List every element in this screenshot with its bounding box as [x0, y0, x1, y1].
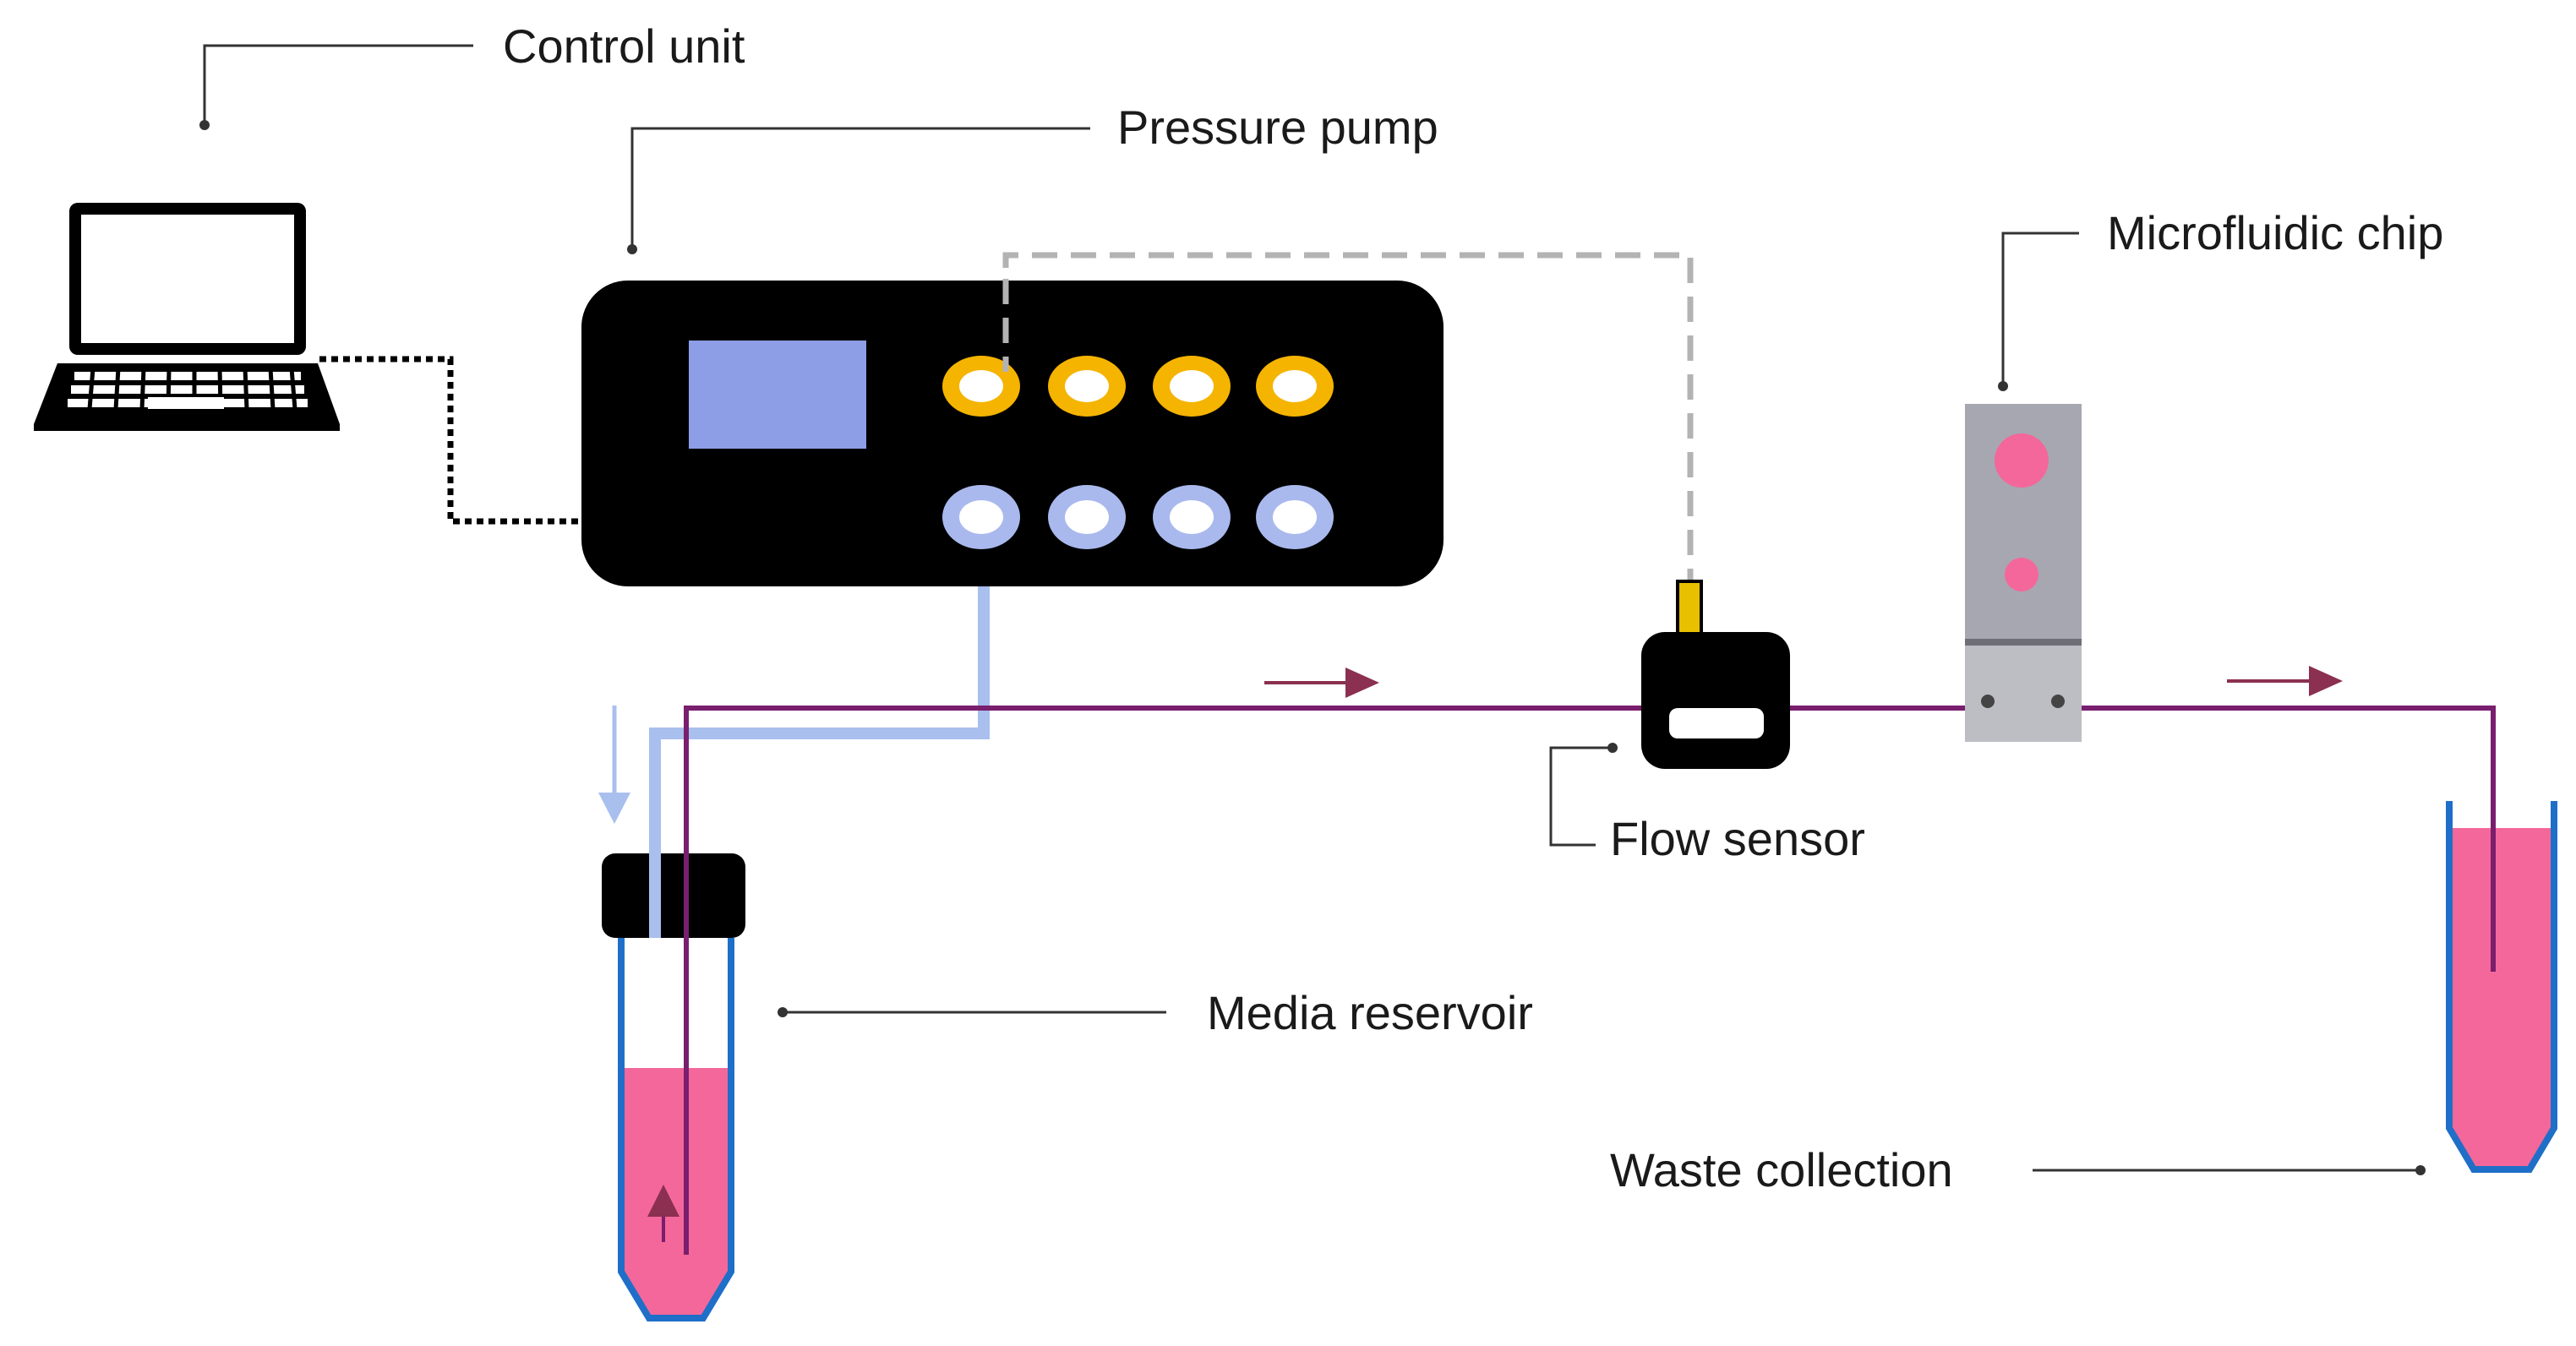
- leader-flow-sensor: [1549, 743, 1618, 847]
- flow-arrow-up: [647, 1185, 679, 1242]
- leader-waste-collection: [2033, 1165, 2426, 1175]
- leader-media-reservoir: [778, 1007, 1166, 1017]
- label-microfluidic-chip: Microfluidic chip: [2107, 206, 2443, 259]
- flow-arrow-right-1: [1264, 668, 1379, 698]
- pressure-ports: [942, 356, 1334, 417]
- fluid-line: [684, 706, 2496, 1255]
- falcon-tube-icon: [602, 853, 745, 1321]
- microfluidic-chip-icon: [1965, 404, 2082, 742]
- pump-screen: [689, 341, 866, 449]
- flow-arrow-right-2: [2227, 666, 2343, 696]
- label-waste-collection: Waste collection: [1610, 1143, 1953, 1196]
- label-pressure-pump: Pressure pump: [1117, 101, 1438, 154]
- pressure-pump-icon: [581, 281, 1444, 586]
- laptop-icon: [34, 203, 340, 431]
- leader-microfluidic-chip: [1998, 232, 2079, 391]
- outlet-ports: [942, 485, 1334, 549]
- sensor-signal-cable: [1002, 252, 1694, 583]
- waste-tube-icon: [2446, 801, 2557, 1173]
- leader-pressure-pump: [627, 127, 1090, 254]
- pressure-arrow-down: [598, 706, 630, 824]
- flow-sensor-icon: [1641, 580, 1790, 769]
- label-flow-sensor: Flow sensor: [1610, 812, 1865, 865]
- leader-control-unit: [199, 44, 473, 130]
- data-cable: [319, 356, 583, 525]
- label-control-unit: Control unit: [503, 19, 745, 73]
- label-media-reservoir: Media reservoir: [1207, 986, 1533, 1039]
